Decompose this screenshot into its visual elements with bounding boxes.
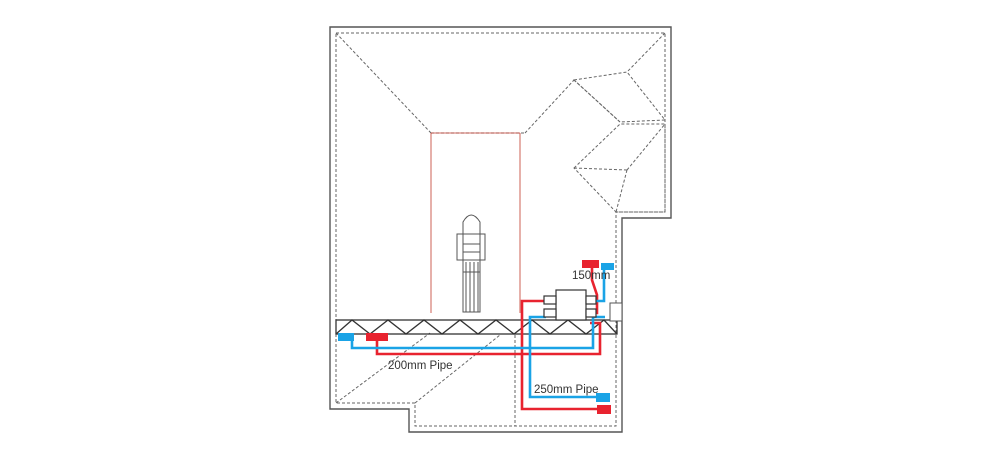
extract-terminal-bottom: [596, 393, 610, 402]
extract-terminal-left: [338, 333, 354, 341]
house-outline: [329, 26, 672, 433]
stair-fixture: [456, 214, 486, 313]
label-250mm-pipe: 250mm Pipe: [534, 384, 599, 396]
label-200mm-pipe: 200mm Pipe: [388, 360, 453, 372]
inner-room-outline: [430, 132, 521, 313]
label-150mm: 150mm: [572, 270, 610, 282]
extract-terminal-top: [601, 263, 614, 270]
wall-vent-box: [609, 302, 623, 322]
supply-terminal-left: [366, 333, 388, 341]
roof-hip-lines: [335, 32, 666, 427]
roof-truss: [335, 319, 618, 335]
supply-terminal-top: [582, 260, 599, 268]
mvhr-unit: [543, 289, 597, 321]
supply-terminal-bottom: [597, 405, 611, 414]
